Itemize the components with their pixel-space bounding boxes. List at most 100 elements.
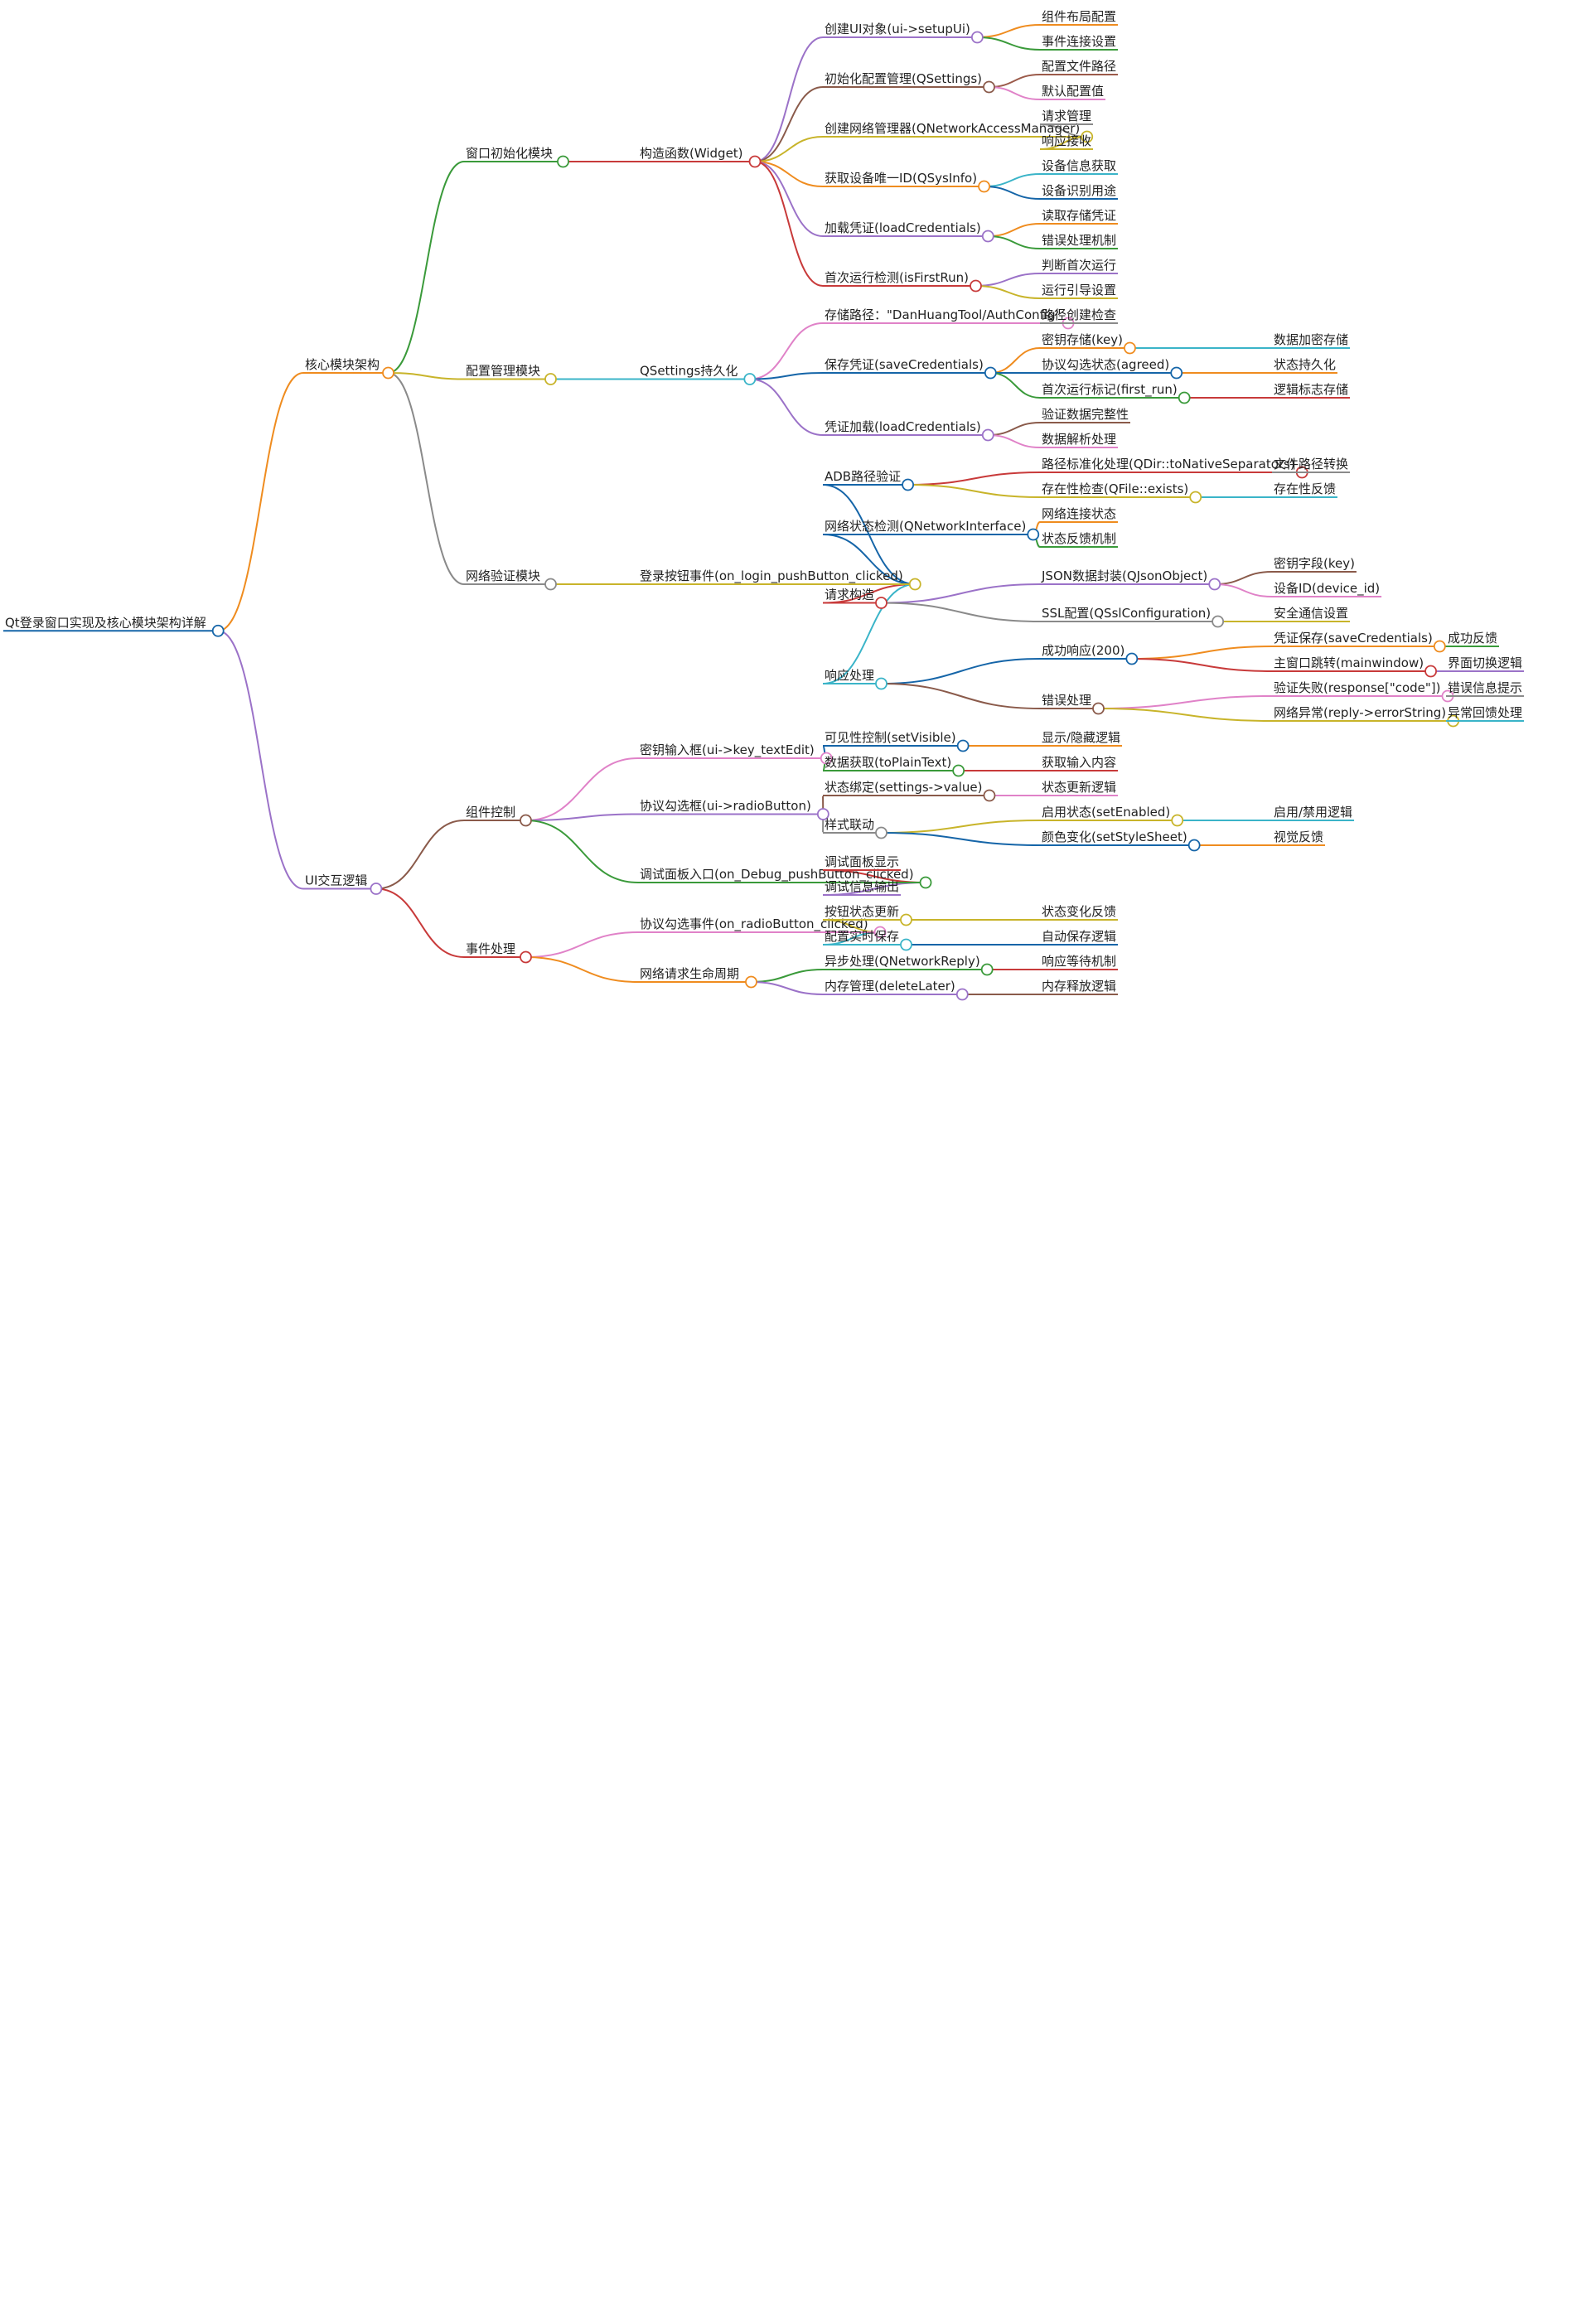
mindmap-node[interactable]: 请求构造 bbox=[823, 588, 887, 609]
collapse-toggle-icon[interactable] bbox=[1125, 652, 1139, 665]
collapse-toggle-icon[interactable] bbox=[370, 883, 383, 895]
mindmap-node[interactable]: 首次运行检测(isFirstRun) bbox=[823, 270, 982, 293]
mindmap-node[interactable]: 状态变化反馈 bbox=[1040, 904, 1119, 921]
collapse-toggle-icon[interactable] bbox=[382, 366, 394, 380]
mindmap-node[interactable]: 默认配置值 bbox=[1040, 84, 1106, 100]
mindmap-node[interactable]: 设备识别用途 bbox=[1040, 183, 1119, 200]
mindmap-node[interactable]: 成功反馈 bbox=[1446, 631, 1500, 647]
collapse-toggle-icon[interactable] bbox=[1081, 130, 1094, 143]
collapse-toggle-icon[interactable] bbox=[983, 789, 996, 802]
mindmap-node[interactable]: 调试信息输出 bbox=[823, 879, 902, 896]
mindmap-node[interactable]: 状态更新逻辑 bbox=[1040, 780, 1119, 796]
collapse-toggle-icon[interactable] bbox=[908, 578, 921, 591]
collapse-toggle-icon[interactable] bbox=[816, 808, 829, 820]
mindmap-node[interactable]: 网络验证模块 bbox=[464, 568, 557, 591]
collapse-toggle-icon[interactable] bbox=[875, 826, 887, 839]
mindmap-node[interactable]: 创建网络管理器(QNetworkAccessManager) bbox=[823, 121, 1094, 143]
mindmap-node[interactable]: 响应接收 bbox=[1040, 133, 1094, 150]
mindmap-node[interactable]: 读取存储凭证 bbox=[1040, 208, 1119, 225]
mindmap-node[interactable]: 运行引导设置 bbox=[1040, 283, 1119, 299]
collapse-toggle-icon[interactable] bbox=[981, 428, 994, 442]
collapse-toggle-icon[interactable] bbox=[902, 478, 915, 491]
mindmap-node[interactable]: 内存管理(deleteLater) bbox=[823, 979, 969, 1001]
mindmap-node[interactable]: 异步处理(QNetworkReply) bbox=[823, 954, 994, 976]
mindmap-node[interactable]: 加载凭证(loadCredentials) bbox=[823, 220, 994, 243]
mindmap-node[interactable]: 状态持久化 bbox=[1272, 357, 1338, 374]
mindmap-node[interactable]: 异常回馈处理 bbox=[1446, 705, 1525, 722]
collapse-toggle-icon[interactable] bbox=[211, 624, 225, 637]
collapse-toggle-icon[interactable] bbox=[1124, 341, 1136, 355]
collapse-toggle-icon[interactable] bbox=[970, 31, 984, 44]
collapse-toggle-icon[interactable] bbox=[955, 988, 969, 1001]
mindmap-node[interactable]: 数据加密存储 bbox=[1272, 332, 1351, 349]
mindmap-node[interactable]: 界面切换逻辑 bbox=[1446, 655, 1525, 672]
mindmap-node[interactable]: 验证数据完整性 bbox=[1040, 407, 1131, 423]
mindmap-node[interactable]: QSettings持久化 bbox=[638, 364, 757, 385]
collapse-toggle-icon[interactable] bbox=[1171, 814, 1184, 827]
collapse-toggle-icon[interactable] bbox=[1027, 528, 1040, 541]
mindmap-node[interactable]: 响应等待机制 bbox=[1040, 954, 1119, 970]
mindmap-node[interactable]: 样式联动 bbox=[823, 817, 887, 839]
collapse-toggle-icon[interactable] bbox=[1433, 640, 1446, 653]
mindmap-node[interactable]: 密钥存储(key) bbox=[1040, 332, 1136, 355]
mindmap-node[interactable]: 错误处理 bbox=[1040, 693, 1105, 715]
mindmap-node[interactable]: 验证失败(response["code"]) bbox=[1272, 680, 1454, 703]
mindmap-node[interactable]: 状态绑定(settings->value) bbox=[823, 780, 996, 802]
collapse-toggle-icon[interactable] bbox=[748, 155, 762, 168]
collapse-toggle-icon[interactable] bbox=[900, 913, 912, 926]
collapse-toggle-icon[interactable] bbox=[520, 814, 532, 827]
mindmap-node[interactable]: 自动保存逻辑 bbox=[1040, 929, 1119, 946]
mindmap-node[interactable]: 响应处理 bbox=[823, 668, 887, 690]
collapse-toggle-icon[interactable] bbox=[952, 764, 965, 777]
mindmap-node[interactable]: 凭证保存(saveCredentials) bbox=[1272, 631, 1446, 653]
mindmap-node[interactable]: 错误信息提示 bbox=[1446, 680, 1525, 697]
mindmap-node[interactable]: 密钥字段(key) bbox=[1272, 556, 1357, 573]
mindmap-node[interactable]: 配置管理模块 bbox=[464, 364, 557, 385]
collapse-toggle-icon[interactable] bbox=[970, 279, 982, 293]
collapse-toggle-icon[interactable] bbox=[983, 80, 995, 94]
collapse-toggle-icon[interactable] bbox=[1189, 491, 1202, 504]
collapse-toggle-icon[interactable] bbox=[745, 975, 757, 989]
mindmap-node[interactable]: 数据解析处理 bbox=[1040, 432, 1119, 448]
mindmap-node[interactable]: SSL配置(QSslConfiguration) bbox=[1040, 606, 1225, 628]
mindmap-node[interactable]: 密钥输入框(ui->key_textEdit) bbox=[638, 742, 833, 765]
mindmap-node[interactable]: 判断首次运行 bbox=[1040, 258, 1119, 274]
mindmap-node[interactable]: 存储路径："DanHuangTool/AuthConfig" bbox=[823, 307, 1075, 330]
collapse-toggle-icon[interactable] bbox=[544, 373, 557, 385]
collapse-toggle-icon[interactable] bbox=[820, 752, 833, 765]
mindmap-node[interactable]: 登录按钮事件(on_login_pushButton_clicked) bbox=[638, 568, 921, 591]
mindmap-node[interactable]: 核心模块架构 bbox=[303, 357, 394, 380]
collapse-toggle-icon[interactable] bbox=[557, 155, 569, 168]
collapse-toggle-icon[interactable] bbox=[520, 950, 532, 964]
mindmap-node[interactable]: 网络异常(reply->errorString) bbox=[1272, 705, 1460, 728]
mindmap-node[interactable]: 存在性反馈 bbox=[1272, 481, 1338, 498]
mindmap-node[interactable]: 构造函数(Widget) bbox=[638, 146, 762, 168]
mindmap-node[interactable]: 调试面板显示 bbox=[823, 854, 902, 871]
collapse-toggle-icon[interactable] bbox=[544, 578, 557, 591]
collapse-toggle-icon[interactable] bbox=[981, 230, 994, 243]
mindmap-node[interactable]: 初始化配置管理(QSettings) bbox=[823, 71, 995, 94]
mindmap-node[interactable]: 配置实时保存 bbox=[823, 929, 912, 951]
mindmap-node[interactable]: 显示/隐藏逻辑 bbox=[1040, 730, 1123, 747]
mindmap-node[interactable]: 请求管理 bbox=[1040, 109, 1094, 125]
collapse-toggle-icon[interactable] bbox=[743, 373, 757, 385]
collapse-toggle-icon[interactable] bbox=[956, 739, 970, 752]
mindmap-node[interactable]: 协议勾选框(ui->radioButton) bbox=[638, 799, 829, 820]
collapse-toggle-icon[interactable] bbox=[873, 926, 887, 939]
mindmap-node[interactable]: 获取设备唯一ID(QSysInfo) bbox=[823, 171, 990, 193]
collapse-toggle-icon[interactable] bbox=[1424, 665, 1437, 678]
collapse-toggle-icon[interactable] bbox=[1187, 839, 1201, 852]
mindmap-node[interactable]: 创建UI对象(ui->setupUi) bbox=[823, 22, 984, 44]
mindmap-node[interactable]: 窗口初始化模块 bbox=[464, 146, 569, 168]
mindmap-node[interactable]: 按钮状态更新 bbox=[823, 904, 912, 926]
collapse-toggle-icon[interactable] bbox=[978, 180, 990, 193]
mindmap-node[interactable]: 路径标准化处理(QDir::toNativeSeparators) bbox=[1040, 457, 1308, 479]
mindmap-node[interactable]: 文件路径转换 bbox=[1272, 457, 1351, 473]
mindmap-node[interactable]: 启用/禁用逻辑 bbox=[1272, 805, 1355, 821]
mindmap-node[interactable]: 事件处理 bbox=[464, 941, 532, 964]
mindmap-node[interactable]: 逻辑标志存储 bbox=[1272, 382, 1351, 399]
mindmap-node[interactable]: 组件控制 bbox=[464, 805, 532, 827]
collapse-toggle-icon[interactable] bbox=[1212, 615, 1225, 628]
mindmap-node[interactable]: 路径创建检查 bbox=[1040, 307, 1119, 324]
mindmap-node[interactable]: 网络请求生命周期 bbox=[638, 966, 757, 989]
